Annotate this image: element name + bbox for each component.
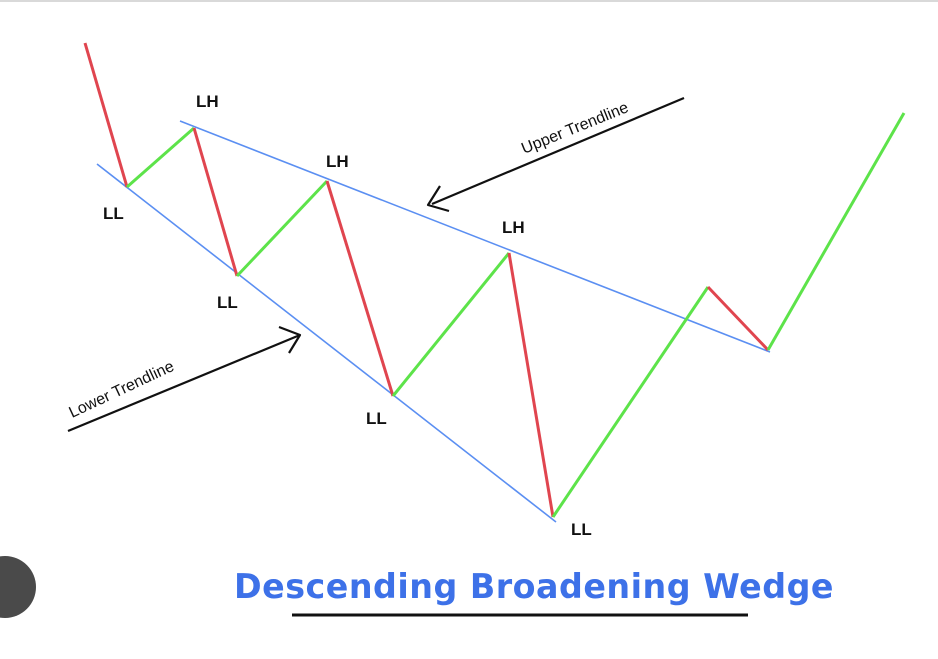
lower-trendline: [96, 163, 557, 523]
price-leg-up: [551, 286, 710, 518]
upper-trendline-annotation: Upper Trendline: [426, 96, 685, 213]
pivot-label-ll: LL: [366, 409, 387, 428]
pivot-label-ll: LL: [571, 520, 592, 539]
upper-trendline: [179, 120, 771, 353]
price-leg-up: [766, 112, 906, 351]
price-leg-down: [192, 127, 239, 277]
price-leg-down: [83, 42, 129, 188]
lower-trendline-arrow-icon: [67, 325, 302, 433]
price-leg-down: [325, 180, 395, 397]
diagram-title: Descending Broadening Wedge: [234, 567, 834, 607]
lower-trendline-label: Lower Trendline: [67, 358, 177, 422]
upper-trendline-arrow-icon: [426, 96, 685, 213]
pivot-label-lh: LH: [326, 152, 349, 171]
price-leg-up: [235, 179, 329, 278]
price-leg-up: [391, 252, 511, 397]
price-leg-down: [706, 285, 770, 352]
pivot-label-lh: LH: [196, 92, 219, 111]
pivot-label-ll: LL: [217, 293, 238, 312]
lower-trendline-annotation: Lower Trendline: [67, 325, 302, 433]
pivot-label-lh: LH: [502, 218, 525, 237]
price-leg-down: [507, 252, 555, 518]
top-divider: [0, 0, 938, 2]
pivot-label-ll: LL: [103, 204, 124, 223]
price-leg-up: [126, 126, 195, 189]
